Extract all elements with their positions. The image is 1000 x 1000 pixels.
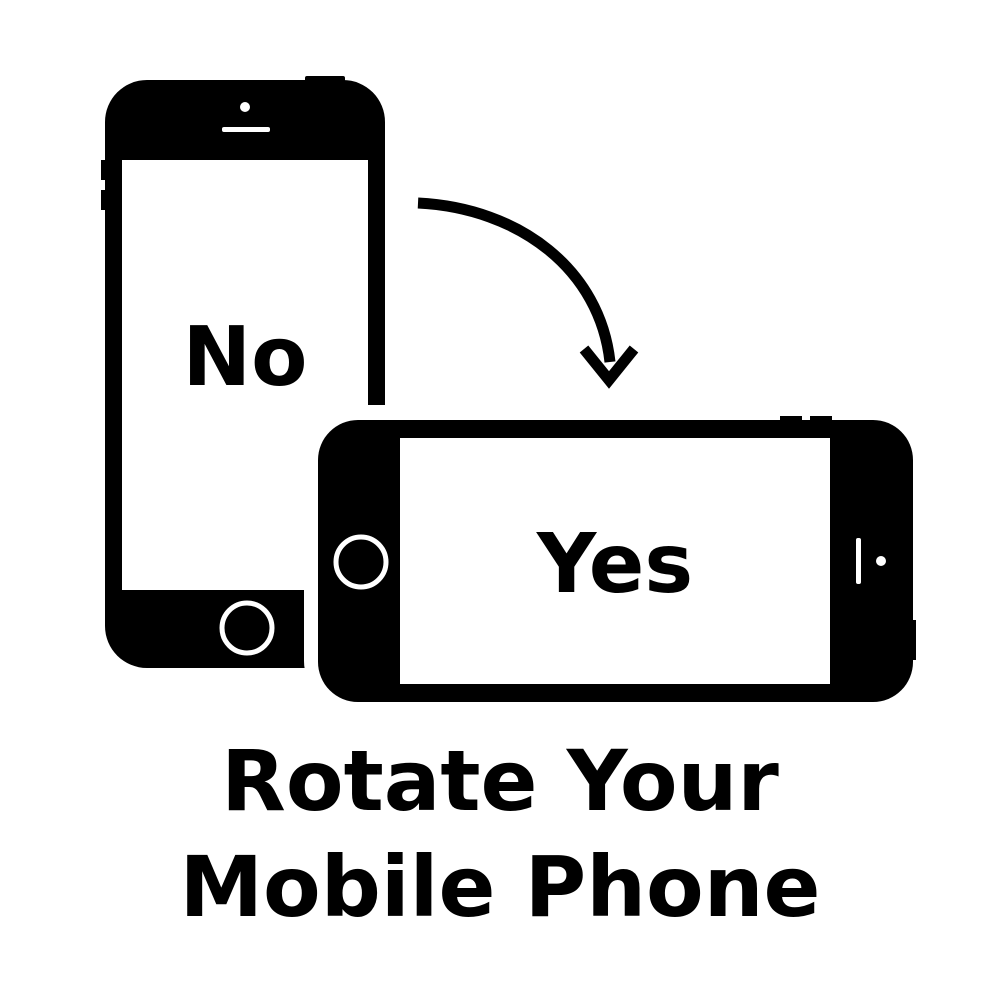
landscape-phone: Yes bbox=[318, 416, 916, 702]
speaker-icon bbox=[856, 538, 886, 584]
landscape-phone-screen bbox=[400, 438, 830, 684]
caption: Rotate Your Mobile Phone bbox=[0, 728, 1000, 940]
rotate-arrow-icon bbox=[417, 197, 639, 389]
portrait-phone-label: No bbox=[183, 310, 308, 405]
portrait-top-button bbox=[305, 76, 345, 82]
portrait-side-button-bottom bbox=[101, 190, 107, 210]
speaker-icon bbox=[222, 102, 270, 132]
landscape-phone-label: Yes bbox=[536, 517, 693, 612]
portrait-side-button-top bbox=[101, 160, 107, 180]
landscape-top-button-b bbox=[810, 416, 832, 422]
home-button-icon bbox=[333, 534, 389, 590]
landscape-top-button-a bbox=[780, 416, 802, 422]
landscape-side-button bbox=[910, 620, 916, 660]
home-button-icon bbox=[219, 600, 275, 656]
caption-line-1: Rotate Your bbox=[221, 732, 779, 830]
caption-line-2: Mobile Phone bbox=[179, 838, 821, 936]
